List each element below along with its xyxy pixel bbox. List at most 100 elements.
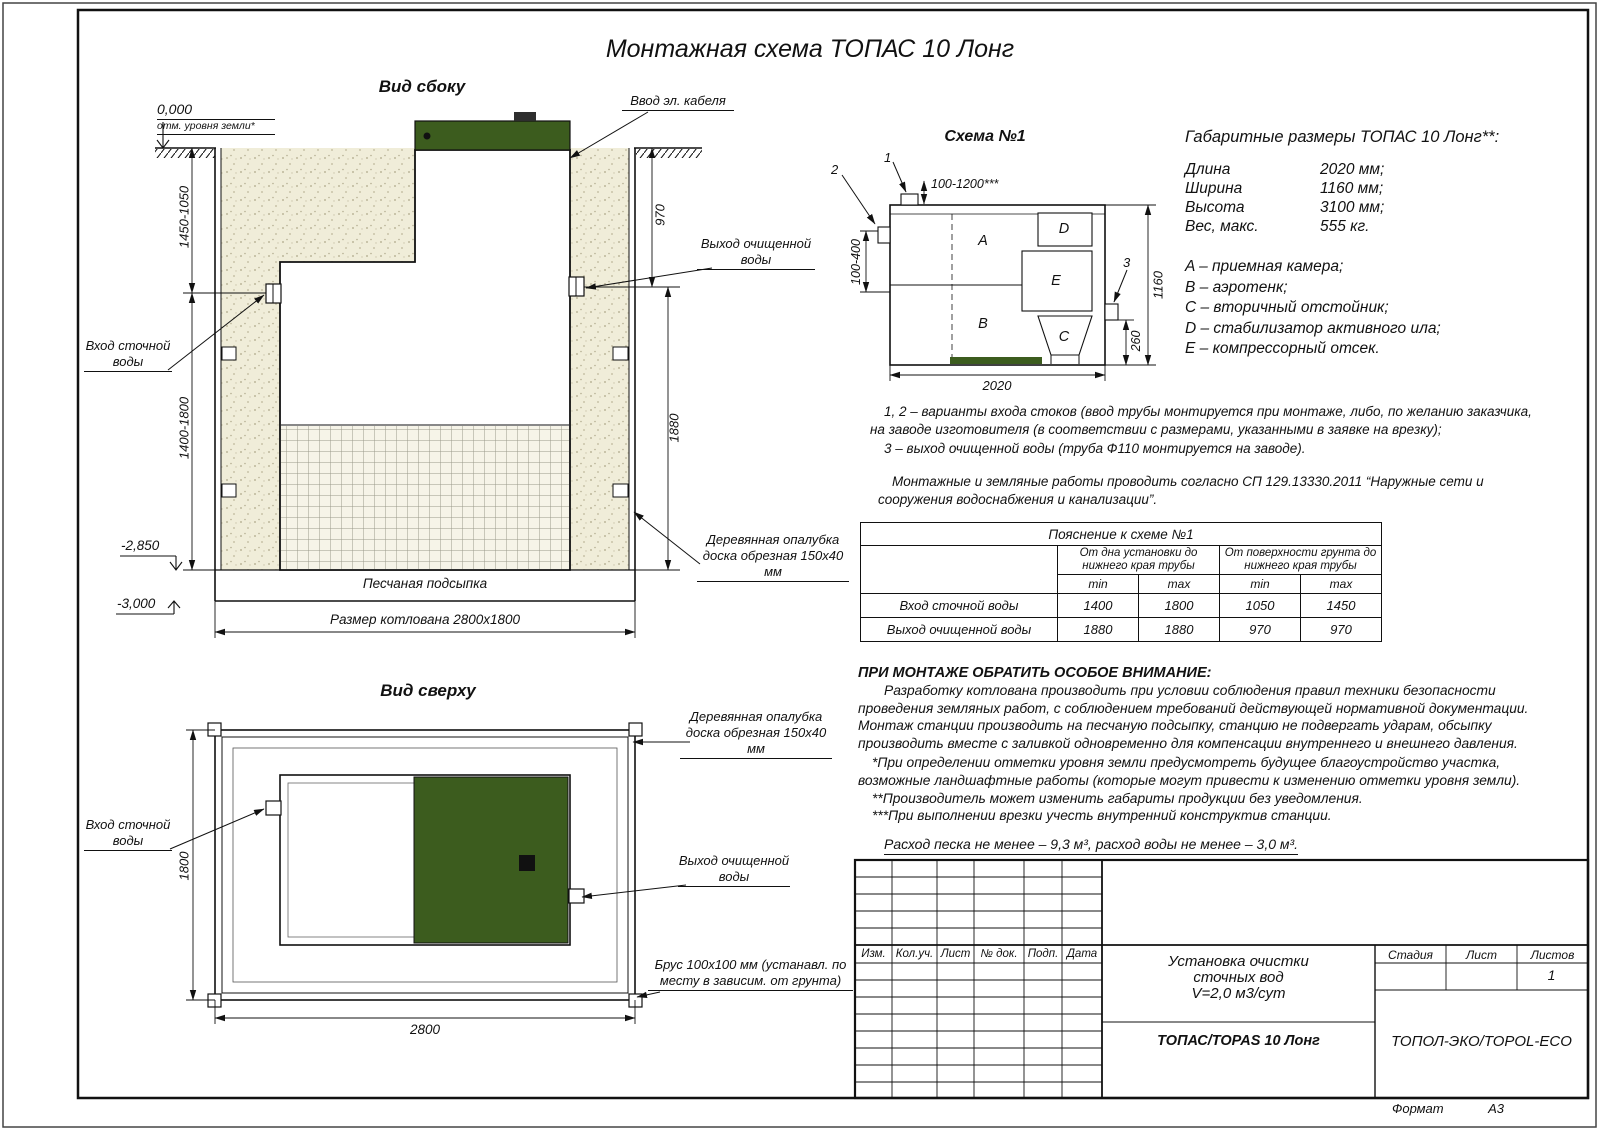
cable-entry-label: Ввод эл. кабеля (622, 93, 734, 111)
tank-lid (414, 120, 571, 151)
dim-970: 970 (652, 204, 668, 226)
warning-title: ПРИ МОНТАЖЕ ОБРАТИТЬ ОСОБОЕ ВНИМАНИЕ: (858, 665, 1212, 681)
dim-1450-1050: 1450-1050 (176, 185, 192, 249)
format-value: А3 (1488, 1101, 1504, 1116)
col-ndok: № док. (980, 948, 1018, 960)
side-view-title: Вид сбоку (378, 77, 466, 96)
zero-mark-label: 0,000 (157, 101, 275, 121)
dim-name: Ширина (1185, 180, 1243, 197)
note-1: 1, 2 – варианты входа стоков (ввод трубы… (870, 404, 1532, 437)
col-list: Лист (940, 948, 971, 960)
dim-100-1200: 100-1200*** (931, 177, 999, 191)
side-view-dimensions (183, 147, 680, 638)
dim-1880: 1880 (666, 413, 682, 443)
legend-e: E – компрессорный отсек. (1185, 340, 1380, 357)
title-block-lines (853, 858, 1590, 1100)
dim-1800: 1800 (176, 851, 192, 881)
table-row: Выход очищенной воды 1880 1880 970 970 (860, 617, 1382, 643)
model-name: ТОПАС/TOPAS 10 Лонг (1157, 1033, 1320, 1049)
note-2: 3 – выход очищенной воды (труба Ф110 мон… (884, 441, 1306, 456)
company-name: ТОПОЛ-ЭКО/TOPOL-ECO (1391, 1033, 1572, 1050)
schema1-drawing (841, 161, 1156, 381)
compartment-e: E (1051, 273, 1061, 289)
doc-title-line-1: Установка очистки (1168, 953, 1309, 970)
dim-2020: 2020 (982, 378, 1012, 393)
table-row: Вход сточной воды 1400 1800 1050 1450 (860, 593, 1382, 619)
table-cell: 1800 (1138, 593, 1220, 619)
table-corner-cell (860, 544, 1058, 595)
table-cell: 970 (1219, 617, 1301, 643)
legend-c: C – вторичный отстойник; (1185, 299, 1389, 316)
dim-name: Длина (1185, 161, 1231, 178)
dim-name: Вес, макс. (1185, 218, 1259, 235)
dim-2800: 2800 (409, 1022, 441, 1037)
stage-header-row: Стадия Лист Листов (1375, 948, 1588, 962)
format-label: Формат (1392, 1101, 1444, 1116)
dim-value: 555 кг. (1320, 218, 1370, 235)
formwork-label-top: Деревянная опалубка доска обрезная 150х4… (680, 709, 832, 759)
dim-row-length: Длина 2020 мм; (1185, 160, 1425, 179)
legend-d: D – стабилизатор активного ила; (1185, 319, 1441, 337)
format-row: Формат А3 (1392, 1101, 1504, 1117)
warning-p4: ***При выполнении врезки учесть внутренн… (872, 808, 1332, 823)
compartments-legend: A – приемная камера; B – аэротенк; C – в… (1185, 257, 1515, 360)
consumption-note: Расход песка не менее – 9,3 м³, расход в… (884, 836, 1299, 856)
table-max-1: max (1138, 574, 1220, 595)
dim-value: 2020 мм; (1320, 161, 1385, 178)
dim-row-width: Ширина 1160 мм; (1185, 179, 1425, 198)
compartment-c: C (1058, 329, 1070, 345)
dim-row-weight: Вес, макс. 555 кг. (1185, 217, 1425, 236)
legend-a: A – приемная камера; (1185, 258, 1344, 275)
schema1-callout-1: 1 (884, 150, 892, 165)
table-group-1: От дна установки до нижнего края трубы (1057, 544, 1220, 576)
table-min-1: min (1057, 574, 1139, 595)
tank-lid-top (413, 776, 569, 944)
compartment-b: B (978, 316, 988, 332)
table-max-2: max (1300, 574, 1382, 595)
table-row-name: Вход сточной воды (860, 593, 1058, 619)
dim-row-height: Высота 3100 мм; (1185, 198, 1425, 217)
dim-name: Высота (1185, 199, 1245, 216)
warning-p3: **Производитель может изменить габариты … (872, 791, 1363, 806)
overall-dims-title: Габаритные размеры ТОПАС 10 Лонг**: (1185, 128, 1500, 146)
sheets-label: Листов (1530, 948, 1575, 962)
doc-title: Установка очистки сточных вод V=2,0 м3/с… (1102, 954, 1375, 1002)
col-podp: Подп. (1027, 948, 1059, 960)
explanation-table: Пояснение к схеме №1 От дна установки до… (860, 522, 1382, 643)
dim-100-400: 100-400 (849, 239, 863, 285)
table-cell: 1880 (1057, 617, 1139, 643)
sand-base-label: Песчаная подсыпка (362, 576, 488, 591)
mark-3000-label: -3,000 (117, 596, 156, 611)
formwork-label-side: Деревянная опалубка доска обрезная 150х4… (697, 532, 849, 582)
schema1-callout-2: 2 (831, 162, 839, 177)
compartment-d: D (1058, 221, 1070, 237)
table-cell: 1400 (1057, 593, 1139, 619)
sheet-label: Лист (1466, 948, 1497, 962)
col-izm: Изм. (861, 948, 886, 960)
table-cell: 1050 (1219, 593, 1301, 619)
page-title: Монтажная схема ТОПАС 10 Лонг (605, 35, 1015, 63)
dim-1400-1800: 1400-1800 (176, 396, 192, 460)
col-data: Дата (1066, 948, 1098, 960)
doc-title-line-2: сточных вод (1193, 969, 1284, 986)
beam-label: Брус 100х100 мм (устанавл. по месту в за… (648, 957, 853, 991)
top-view-title: Вид сверху (380, 681, 476, 700)
pit-size-label: Размер котлована 2800х1800 (329, 612, 521, 627)
compartment-a: A (978, 233, 988, 249)
col-koluch: Кол.уч. (895, 948, 934, 960)
stage-label: Стадия (1388, 948, 1433, 962)
table-group-2: От поверхности грунта до нижнего края тр… (1219, 544, 1382, 576)
table-cell: 1880 (1138, 617, 1220, 643)
table-title: Пояснение к схеме №1 (860, 522, 1382, 546)
sheets-value: 1 (1547, 967, 1556, 983)
overall-dims-rows: Длина 2020 мм; Ширина 1160 мм; Высота 31… (1185, 160, 1425, 236)
schema1-title: Схема №1 (944, 128, 1026, 145)
top-view-drawing (169, 722, 690, 1024)
table-cell: 1450 (1300, 593, 1382, 619)
mark-2850-label: -2,850 (121, 538, 160, 553)
sewage-in-label-top: Вход сточной воды (84, 817, 172, 851)
warning-p1: Разработку котлована производить при усл… (858, 683, 1529, 751)
warning-p2: *При определении отметки уровня земли пр… (858, 755, 1521, 788)
